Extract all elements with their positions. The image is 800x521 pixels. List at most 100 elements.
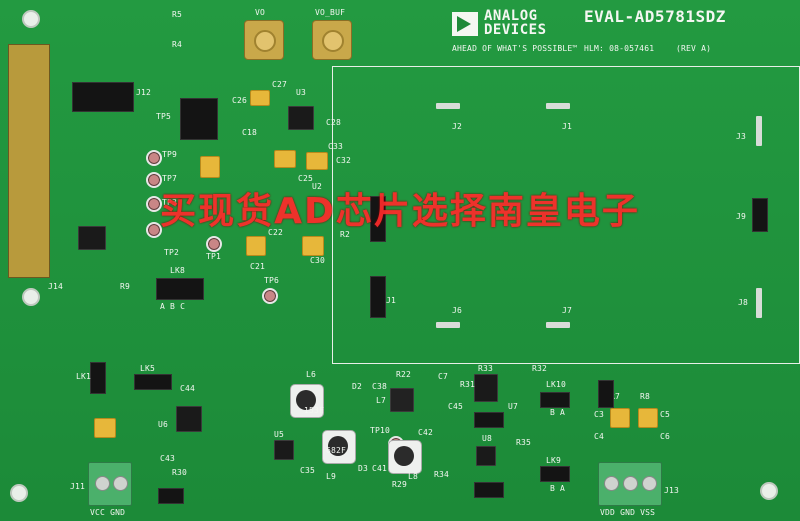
capacitor-c22-label: C22	[268, 228, 284, 237]
terminal-j11-screw-1	[95, 476, 110, 491]
capacitor-c6-label: C6	[660, 432, 671, 441]
link-lk10-ba: B A	[550, 408, 566, 417]
capacitor-c33-label: C33	[328, 142, 344, 151]
capacitor-c45-label: C45	[448, 402, 464, 411]
resistor-r32-label: R32	[532, 364, 548, 373]
capacitor-c32	[306, 152, 328, 170]
mounting-hole-bottom-left	[10, 484, 28, 502]
resistor-r34-label: R34	[434, 470, 450, 479]
test-point-tp1	[206, 236, 222, 252]
ic-u3-label: U3	[296, 88, 307, 97]
capacitor-c26-label: C26	[232, 96, 248, 105]
test-point-tp9-label: TP6	[264, 276, 280, 285]
resistor-r31-label: R31	[460, 380, 476, 389]
capacitor-c21	[246, 236, 266, 256]
mounting-hole-mid-left	[22, 288, 40, 306]
capacitor-c41-label: C41	[372, 464, 388, 473]
inductor-l6-label: L6	[306, 370, 317, 379]
resistor-r8-label: R8	[640, 392, 651, 401]
capacitor-c4	[610, 408, 630, 428]
resistor-r22-label: R22	[396, 370, 412, 379]
link-lk10-label: LK10	[546, 380, 567, 389]
jumper-j8-label: J8	[738, 298, 749, 307]
terminal-j13-pins: VDD GND VSS	[600, 508, 656, 517]
test-point-tp9	[262, 288, 278, 304]
ic-u3	[288, 106, 314, 130]
capacitor-c30	[302, 236, 324, 256]
inductor-l9	[322, 430, 356, 464]
test-point-tp7-label: TP9	[162, 150, 178, 159]
resistor-r29-label: R29	[392, 480, 408, 489]
jumper-j7-label: J7	[562, 306, 573, 315]
jumper-r2-block	[370, 196, 386, 242]
capacitor-c21-label: C21	[250, 262, 266, 271]
board-rev: (REV A)	[676, 44, 712, 53]
link-lk10	[540, 392, 570, 408]
link-lk9-label: LK9	[546, 456, 562, 465]
test-point-tp10-label: TP10	[370, 426, 391, 435]
analog-devices-logo	[452, 12, 478, 36]
test-point-tp3	[146, 196, 162, 212]
inductor-l9-code: 682F	[326, 446, 347, 455]
mounting-hole-bottom-right	[760, 482, 778, 500]
jumper-j3-label: J2	[452, 122, 463, 131]
test-point-tp3-label: TP3	[162, 198, 178, 207]
resistor-r30-label: R30	[172, 468, 188, 477]
inductor-l6	[290, 384, 324, 418]
resistor-r2-label: R2	[340, 230, 351, 239]
resistor-r33-label: R33	[478, 364, 494, 373]
capacitor-tantalum-3	[94, 418, 116, 438]
link-lk8	[156, 278, 204, 300]
sma-vo-label: VO	[255, 8, 266, 17]
test-point-tp2	[146, 222, 162, 238]
header-vdd	[598, 380, 614, 408]
jumper-j9-label: J9	[736, 212, 747, 221]
capacitor-c3-label: C3	[594, 410, 605, 419]
brand-name-line1: ANALOG	[484, 8, 538, 24]
inductor-l9-label: L9	[326, 472, 337, 481]
ic-u8	[476, 446, 496, 466]
link-lk9-ba: B A	[550, 484, 566, 493]
ic-u6	[176, 406, 202, 432]
resistor-r35-label: R35	[516, 438, 532, 447]
inductor-l7-label: L7	[376, 396, 387, 405]
edge-connector	[8, 44, 50, 278]
link-lk8-abc: A B C	[160, 302, 186, 311]
capacitor-c30-label: C30	[310, 256, 326, 265]
capacitor-c5-label: C5	[660, 410, 671, 419]
inductor-l7	[390, 388, 414, 412]
jumper-j5-label: J3	[736, 132, 747, 141]
jumper-j5-pads	[756, 116, 762, 146]
jumper-j2-pads	[546, 103, 570, 109]
link-u7-jumper	[474, 412, 504, 428]
capacitor-c35-label: C35	[300, 466, 316, 475]
ic-u2-label: U2	[312, 182, 323, 191]
jumper-j1	[370, 276, 386, 318]
link-lk1-label: LK1	[76, 372, 92, 381]
capacitor-c7-label: C7	[438, 372, 449, 381]
inductor-l6-code: 153F	[304, 406, 325, 415]
brand-name-line2: DEVICES	[484, 22, 547, 38]
link-lk9	[540, 466, 570, 482]
test-point-tp1-label: TP1	[206, 252, 222, 261]
test-point-tp5-label: TP5	[156, 112, 172, 121]
capacitor-c32-label: C32	[336, 156, 352, 165]
terminal-j13-screw-1	[604, 476, 619, 491]
capacitor-c38-label: C38	[372, 382, 388, 391]
capacitor-tantalum-1	[200, 156, 220, 178]
diode-d2-label: D2	[352, 382, 363, 391]
sma-connector-vo-buf	[312, 20, 352, 60]
test-point-tp6-label: TP7	[162, 174, 178, 183]
board-hlm: HLM: 08-057461	[584, 44, 655, 53]
terminal-j13-screw-3	[642, 476, 657, 491]
jumper-j6-label: J6	[452, 306, 463, 315]
link-lk5-label: LK5	[140, 364, 156, 373]
resistor-r4-label: R4	[172, 40, 183, 49]
link-lk8-label: LK8	[170, 266, 186, 275]
link-lk1	[90, 362, 106, 394]
capacitor-c44-label: C44	[180, 384, 196, 393]
test-point-tp2-label: TP2	[164, 248, 180, 257]
capacitor-c42-label: C42	[418, 428, 434, 437]
test-point-tp6	[146, 172, 162, 188]
ic-u7-label: U7	[508, 402, 519, 411]
